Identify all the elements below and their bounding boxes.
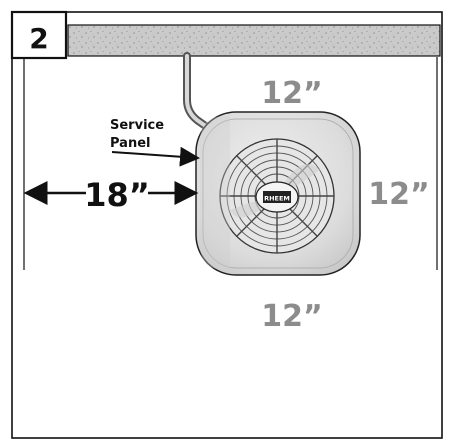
left-clearance-label: 18” — [84, 176, 150, 214]
step-number: 2 — [29, 22, 48, 55]
service-panel-arrow — [111, 146, 200, 167]
service-label-line1: Service — [110, 118, 164, 133]
brand-label: RHEEM — [264, 195, 290, 203]
service-panel-area — [200, 116, 230, 270]
bottom-clearance-label: 12” — [261, 299, 322, 334]
step-number-box — [10, 10, 68, 60]
service-label-line2: Panel — [110, 136, 150, 151]
top-clearance-label: 12” — [261, 76, 322, 111]
ceiling-slab — [67, 24, 441, 57]
heater-unit: RHEEM — [195, 111, 361, 276]
supply-pipe — [183, 52, 218, 136]
right-clearance-label: 12” — [368, 177, 429, 212]
left-clearance: 18” — [23, 176, 199, 214]
brand-badge — [263, 191, 291, 203]
